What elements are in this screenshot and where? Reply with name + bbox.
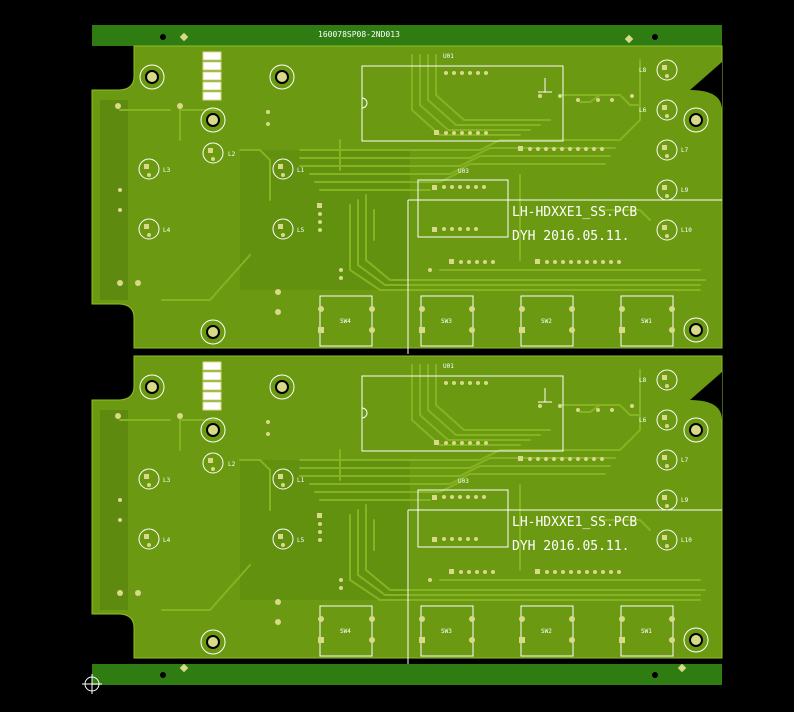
- panel-header-code: 160078SP08-2ND013: [318, 30, 400, 39]
- board-date: DYH 2016.05.11.: [512, 539, 629, 554]
- ic-label: U03: [458, 168, 469, 175]
- board-title: LH-HDXXE1_SS.PCB: [512, 205, 637, 220]
- upper-board-labels: LH-HDXXE1_SS.PCB DYH 2016.05.11. U01 U03…: [163, 53, 692, 325]
- led-label: L5: [297, 537, 305, 544]
- ic-label: U01: [443, 363, 454, 370]
- led-label: L8: [639, 377, 647, 384]
- pin-label: 5: [210, 404, 213, 410]
- pin-label: 3: [210, 384, 213, 390]
- led-label: L7: [681, 457, 689, 464]
- led-label: L4: [163, 227, 171, 234]
- lower-board: [91, 355, 723, 665]
- switch-label: SW2: [541, 318, 552, 325]
- board-title: LH-HDXXE1_SS.PCB: [512, 515, 637, 530]
- led-label: L1: [297, 477, 305, 484]
- led-label: L5: [297, 227, 305, 234]
- led-label: L10: [681, 537, 692, 544]
- pin-label: 1: [210, 364, 213, 370]
- pin-label: 4: [210, 84, 213, 90]
- led-label: L6: [639, 107, 647, 114]
- led-label: L2: [228, 461, 236, 468]
- switch-label: SW4: [340, 628, 351, 635]
- led-label: L3: [163, 167, 171, 174]
- led-label: L7: [681, 147, 689, 154]
- pin-label: 2: [210, 374, 213, 380]
- switch-label: SW2: [541, 628, 552, 635]
- pin-label: 4: [210, 394, 213, 400]
- led-label: L6: [639, 417, 647, 424]
- ic-label: U01: [443, 53, 454, 60]
- led-label: L4: [163, 537, 171, 544]
- pin-label: 5: [210, 94, 213, 100]
- ic-label: U03: [458, 478, 469, 485]
- switch-label: SW3: [441, 318, 452, 325]
- switch-label: SW1: [641, 318, 652, 325]
- led-label: L8: [639, 67, 647, 74]
- board-date: DYH 2016.05.11.: [512, 229, 629, 244]
- switch-label: SW1: [641, 628, 652, 635]
- pin-label: 3: [210, 74, 213, 80]
- bottom-rail: [92, 664, 722, 685]
- switch-label: SW4: [340, 318, 351, 325]
- pin-label: 1: [210, 54, 213, 60]
- led-label: L10: [681, 227, 692, 234]
- lower-board-labels: LH-HDXXE1_SS.PCB DYH 2016.05.11. U01 U03…: [163, 363, 692, 635]
- led-label: L9: [681, 497, 689, 504]
- pin-label: 2: [210, 64, 213, 70]
- led-label: L1: [297, 167, 305, 174]
- led-label: L2: [228, 151, 236, 158]
- switch-label: SW3: [441, 628, 452, 635]
- led-label: L9: [681, 187, 689, 194]
- crosshair-origin-icon: [82, 674, 102, 694]
- top-rail: [92, 25, 722, 46]
- upper-board: [91, 45, 723, 355]
- led-label: L3: [163, 477, 171, 484]
